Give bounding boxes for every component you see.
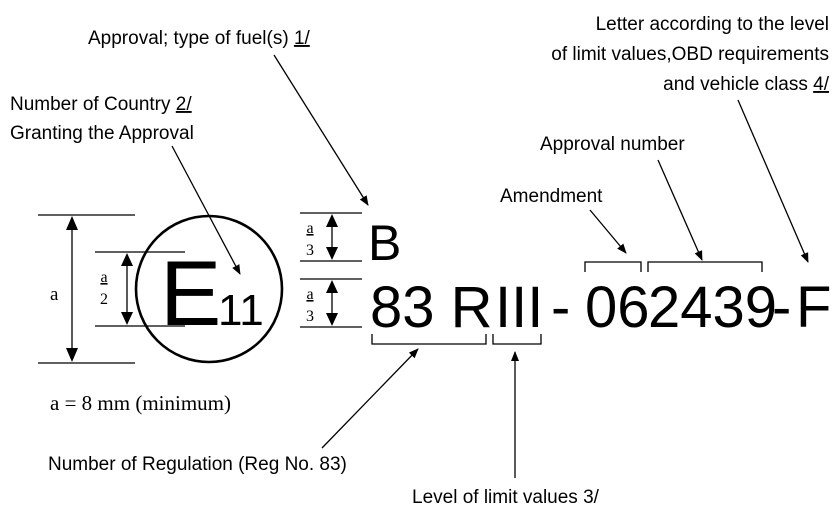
limit-level: III: [495, 275, 543, 340]
label-letter-line2: of limit values,OBD requirements: [551, 44, 829, 65]
label-approval-number: Approval number: [540, 134, 685, 155]
approval-circle: [134, 214, 284, 364]
bracket-amendment: [584, 261, 642, 272]
dim-a3-bot-numerator: a: [306, 286, 313, 303]
arrow-approval-number: [657, 159, 703, 261]
dim-a3-bot-arrow-down: [326, 313, 338, 326]
arrow-approval-fuel: [273, 54, 369, 206]
arrow-amendment: [589, 209, 627, 254]
dim-a-arrow-down: [66, 348, 78, 362]
label-country-line2: Granting the Approval: [10, 123, 194, 144]
dash-1: -: [551, 275, 570, 340]
label-approval-fuel-ref: 1/: [294, 28, 311, 49]
label-amendment: Amendment: [500, 186, 603, 207]
label-approval-fuel: Approval; type of fuel(s) 1/: [88, 28, 311, 49]
arrow-regulation: [321, 348, 419, 449]
dash-2: -: [772, 275, 791, 340]
label-limit-values: Level of limit values 3/: [412, 487, 600, 508]
arrow-country: [171, 145, 241, 275]
country-number: 11: [218, 286, 264, 335]
class-letter: F: [796, 275, 831, 340]
label-letter-line3: and vehicle class 4/: [663, 74, 830, 95]
arrow-letter: [737, 99, 809, 263]
dim-a-symbol: a: [50, 284, 59, 305]
bracket-approval-number: [647, 261, 763, 272]
fuel-letter: B: [368, 215, 401, 271]
label-country-line1: Number of Country 2/: [10, 94, 192, 115]
dim-a2-arrow-up: [121, 253, 133, 266]
dim-a2-arrow-down: [121, 312, 133, 325]
dim-a2-denominator: 2: [100, 291, 108, 308]
dim-a2-numerator: a: [100, 269, 107, 286]
dim-a3-bot-denominator: 3: [306, 308, 314, 325]
label-letter-ref: 4/: [813, 74, 830, 95]
bracket-limit-values: [492, 334, 542, 345]
dim-a3-top-arrow-up: [326, 214, 338, 227]
amendment-digits: 06: [585, 275, 650, 340]
approval-digits: 2439: [648, 275, 777, 340]
regulation-code: 83 R: [370, 275, 493, 340]
dim-a-arrow-up: [66, 216, 78, 230]
label-regulation: Number of Regulation (Reg No. 83): [48, 454, 347, 475]
dim-a3-top-arrow-down: [326, 247, 338, 260]
dim-a3-bot-arrow-up: [326, 280, 338, 293]
bracket-regulation: [371, 334, 487, 345]
label-country-ref: 2/: [176, 94, 193, 115]
min-size-note: a = 8 mm (minimum): [50, 391, 231, 415]
label-letter-line1: Letter according to the level: [596, 14, 829, 35]
dim-a3-top-numerator: a: [306, 220, 313, 237]
circle-letter-e: E: [160, 243, 221, 345]
dim-a3-top-denominator: 3: [306, 242, 314, 259]
